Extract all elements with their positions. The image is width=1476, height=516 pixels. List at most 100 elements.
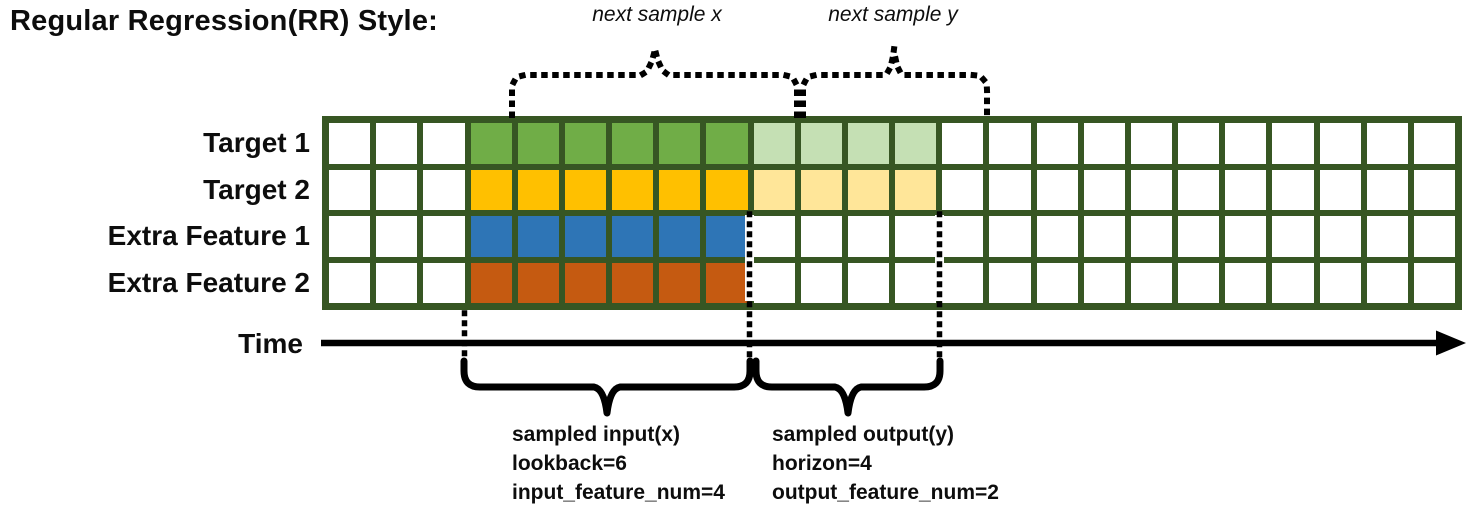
sampled-input-annotation: sampled input(x) lookback=6 input_featur…	[512, 420, 725, 507]
grid-cell	[942, 216, 984, 257]
grid-cell	[1178, 169, 1220, 210]
grid-cell	[470, 216, 512, 257]
grid-cell	[329, 262, 371, 303]
grid-cell	[895, 123, 937, 164]
grid-cell	[423, 216, 465, 257]
grid-cell	[847, 169, 889, 210]
grid-cell	[612, 123, 654, 164]
grid-cell	[659, 123, 701, 164]
grid-cell	[1036, 169, 1078, 210]
grid-cell	[564, 169, 606, 210]
row-label-target-1: Target 1	[203, 127, 310, 158]
grid-cell	[895, 262, 937, 303]
grid-cell	[470, 123, 512, 164]
grid-cell	[1225, 216, 1267, 257]
grid-cell	[847, 216, 889, 257]
grid-cell	[1130, 123, 1172, 164]
grid-cell	[376, 216, 418, 257]
grid-cell	[847, 262, 889, 303]
sampled-output-annotation: sampled output(y) horizon=4 output_featu…	[772, 420, 999, 507]
diagram-title: Regular Regression(RR) Style:	[10, 5, 438, 37]
grid	[322, 116, 1462, 310]
grid-cell	[659, 262, 701, 303]
grid-cell	[517, 216, 559, 257]
grid-cell	[753, 169, 795, 210]
grid-cell	[470, 262, 512, 303]
time-axis-label: Time	[238, 328, 303, 359]
grid-cell	[1225, 169, 1267, 210]
grid-cell	[753, 262, 795, 303]
grid-cell	[329, 216, 371, 257]
grid-cell	[564, 262, 606, 303]
grid-cell	[1413, 262, 1455, 303]
grid-cell	[1225, 262, 1267, 303]
next-sample-x-brace	[509, 48, 800, 118]
grid-cell	[1036, 262, 1078, 303]
grid-cell	[800, 169, 842, 210]
grid-cell	[1272, 262, 1314, 303]
grid-cell	[942, 123, 984, 164]
grid-cell	[895, 216, 937, 257]
grid-cell	[423, 262, 465, 303]
grid-cell	[1319, 216, 1361, 257]
time-arrow-head	[1436, 330, 1466, 356]
grid-cell	[1083, 169, 1125, 210]
grid-cell	[800, 123, 842, 164]
grid-cell	[1225, 123, 1267, 164]
grid-cell	[1130, 262, 1172, 303]
grid-cell	[1036, 216, 1078, 257]
grid-cell	[1319, 123, 1361, 164]
grid-cell	[989, 123, 1031, 164]
grid-cell	[517, 262, 559, 303]
grid-cell	[1130, 216, 1172, 257]
grid-cell	[942, 262, 984, 303]
grid-cell	[706, 216, 748, 257]
grid-cell	[1413, 169, 1455, 210]
grid-cell	[1178, 216, 1220, 257]
grid-cell	[1366, 123, 1408, 164]
sampled-input-brace	[460, 357, 754, 417]
grid-cell	[470, 169, 512, 210]
grid-cell	[329, 169, 371, 210]
grid-cell	[612, 262, 654, 303]
grid-cell	[800, 262, 842, 303]
input-feature-num-line: input_feature_num=4	[512, 481, 725, 504]
grid-cell	[753, 123, 795, 164]
grid-cell	[1130, 169, 1172, 210]
grid-cell	[1319, 169, 1361, 210]
grid-cell	[1413, 216, 1455, 257]
grid-cell	[1036, 123, 1078, 164]
lookback-line: lookback=6	[512, 452, 627, 475]
grid-cell	[942, 169, 984, 210]
output-feature-num-line: output_feature_num=2	[772, 481, 999, 504]
grid-cell	[847, 123, 889, 164]
grid-cell	[1319, 262, 1361, 303]
sampled-output-brace	[752, 357, 944, 417]
grid-cell	[989, 169, 1031, 210]
next-sample-y-brace	[800, 48, 990, 118]
grid-cell	[753, 216, 795, 257]
next-sample-x-label: next sample x	[592, 3, 722, 26]
horizon-line: horizon=4	[772, 452, 872, 475]
grid-cell	[989, 216, 1031, 257]
grid-cell	[376, 123, 418, 164]
row-label-extra-feature-1: Extra Feature 1	[107, 220, 310, 251]
next-sample-y-label: next sample y	[828, 3, 958, 26]
row-label-extra-feature-2: Extra Feature 2	[107, 267, 310, 298]
grid-cell	[564, 123, 606, 164]
grid-cell	[1272, 169, 1314, 210]
grid-cell	[517, 169, 559, 210]
grid-cell	[706, 169, 748, 210]
grid-cell	[1413, 123, 1455, 164]
grid-cell	[564, 216, 606, 257]
grid-cell	[517, 123, 559, 164]
grid-cell	[800, 216, 842, 257]
grid-cell	[423, 123, 465, 164]
grid-cell	[1178, 123, 1220, 164]
grid-cell	[612, 169, 654, 210]
grid-cell	[612, 216, 654, 257]
grid-cell	[376, 262, 418, 303]
grid-cell	[895, 169, 937, 210]
sampled-input-line: sampled input(x)	[512, 423, 681, 446]
